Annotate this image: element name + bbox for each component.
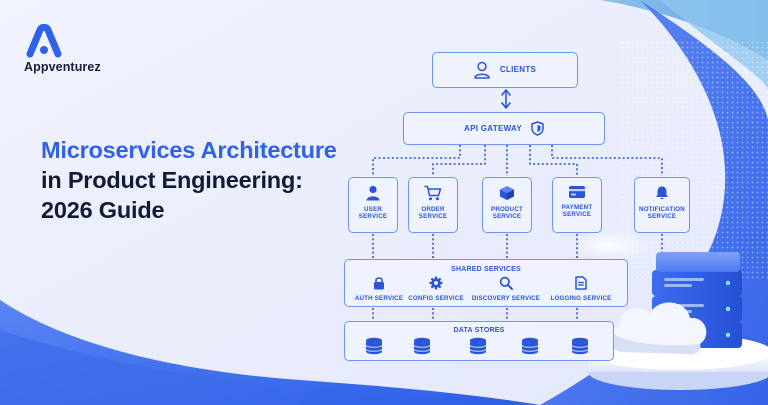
database-icon[interactable] xyxy=(521,337,539,355)
brand-logo-icon[interactable] xyxy=(22,24,66,58)
user-service-node[interactable]: USER SERVICE xyxy=(348,177,398,233)
payment-service-node[interactable]: PAYMENT SERVICE xyxy=(552,177,602,233)
title-line-3: 2026 Guide xyxy=(41,197,165,223)
gear-icon xyxy=(429,276,443,290)
auth-service-item[interactable]: AUTH SERVICE xyxy=(353,276,405,302)
clients-node[interactable]: CLIENTS xyxy=(432,52,578,88)
data-stores-title: DATA STORES xyxy=(453,327,505,334)
notification-service-node[interactable]: NOTIFICATION SERVICE xyxy=(634,177,690,233)
api-gateway-label: API GATEWAY xyxy=(464,123,522,133)
data-store-row xyxy=(345,336,613,356)
database-icon[interactable] xyxy=(571,337,589,355)
order-service-label-2: SERVICE xyxy=(418,213,448,221)
discovery-service-label: DISCOVERY SERVICE xyxy=(471,295,541,302)
discovery-service-item[interactable]: DISCOVERY SERVICE xyxy=(471,276,541,302)
clients-label: CLIENTS xyxy=(499,65,537,75)
payment-service-label-2: SERVICE xyxy=(562,211,592,219)
database-icon[interactable] xyxy=(365,337,383,355)
order-service-node[interactable]: ORDER SERVICE xyxy=(408,177,458,233)
document-icon xyxy=(575,276,587,290)
config-service-item[interactable]: CONFIG SERVICE xyxy=(408,276,464,302)
cart-icon xyxy=(424,185,442,201)
lock-icon xyxy=(374,277,384,290)
config-service-label: CONFIG SERVICE xyxy=(408,295,464,302)
box-icon xyxy=(500,186,514,200)
order-service-label-1: ORDER xyxy=(421,206,445,213)
page-title: Microservices Architecture in Product En… xyxy=(41,135,371,225)
shield-icon xyxy=(531,121,544,136)
database-icon[interactable] xyxy=(413,337,431,355)
logging-service-label: LOGGING SERVICE xyxy=(550,295,612,302)
shared-services-panel[interactable]: SHARED SERVICES AUTH SERVICE CONFIG SERV… xyxy=(344,259,628,307)
title-line-1: Microservices Architecture xyxy=(41,137,337,163)
notification-service-label-1: NOTIFICATION xyxy=(639,206,685,213)
user-icon xyxy=(366,185,380,201)
payment-service-label-1: PAYMENT xyxy=(561,204,593,211)
auth-service-label: AUTH SERVICE xyxy=(354,295,404,302)
credit-card-icon xyxy=(569,186,585,198)
product-service-label-2: SERVICE xyxy=(492,213,522,221)
user-service-label-1: USER xyxy=(364,206,382,213)
search-icon xyxy=(499,276,513,290)
database-icon[interactable] xyxy=(469,337,487,355)
bell-icon xyxy=(656,186,668,200)
brand-name[interactable]: Appventurez xyxy=(24,60,101,74)
product-service-label-1: PRODUCT xyxy=(491,206,523,213)
title-line-2: in Product Engineering: xyxy=(41,167,303,193)
product-service-node[interactable]: PRODUCT SERVICE xyxy=(482,177,532,233)
user-outline-icon xyxy=(474,61,490,79)
logging-service-item[interactable]: LOGGING SERVICE xyxy=(549,276,613,302)
notification-service-label-2: SERVICE xyxy=(647,213,677,221)
data-stores-panel[interactable]: DATA STORES xyxy=(344,321,614,361)
user-service-label-2: SERVICE xyxy=(358,213,388,221)
shared-services-title: SHARED SERVICES xyxy=(451,266,521,273)
api-gateway-node[interactable]: API GATEWAY xyxy=(403,112,605,145)
